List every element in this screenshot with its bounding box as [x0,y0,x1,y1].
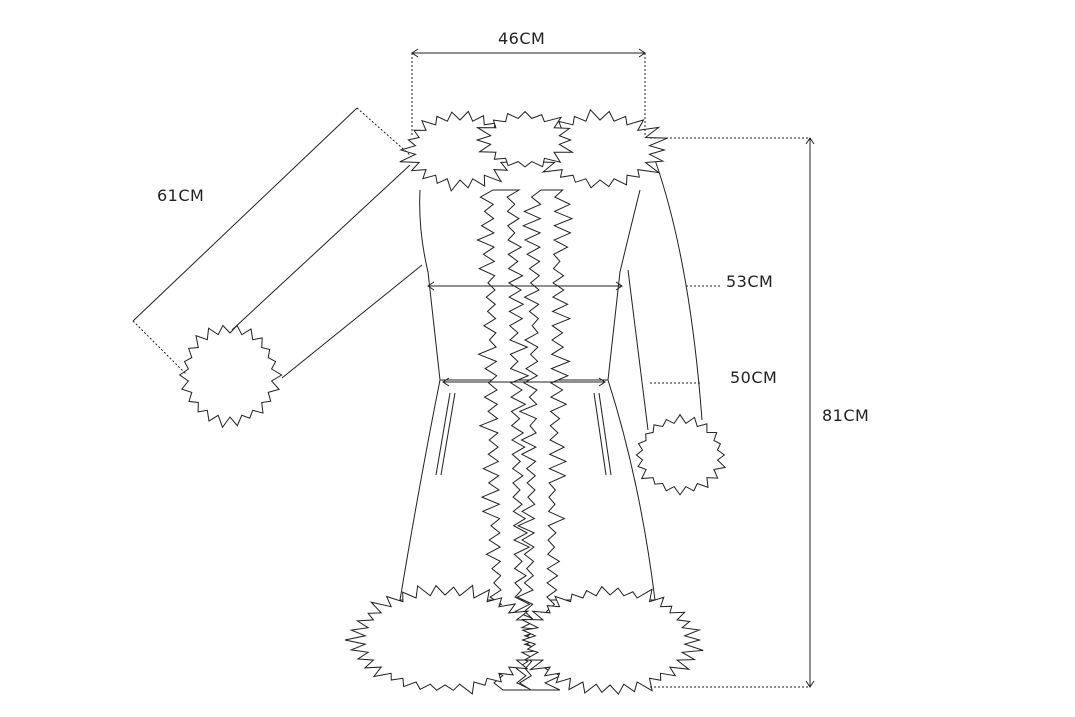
sleeve-dimension [132,107,411,375]
right-sleeve [627,159,703,431]
right-cuff-fur [635,413,727,496]
sleeve-length-label: 61CM [157,186,205,205]
waist-dimension [442,377,702,387]
left-cuff-fur [178,324,283,429]
waist-label: 50CM [730,368,778,387]
center-collar-fur [475,110,575,168]
right-front-fur-trim [516,189,574,691]
chest-dimension [427,281,722,291]
right-pocket [593,392,612,476]
length-label: 81CM [822,406,870,425]
length-dimension [650,137,815,688]
left-hem-fur [344,584,544,695]
shoulder-width-label: 46CM [498,29,546,48]
left-pocket [435,392,456,476]
shoulder-dimension [411,48,646,135]
chest-label: 53CM [726,272,774,291]
right-hem-fur [520,585,704,696]
left-sleeve [231,164,423,379]
